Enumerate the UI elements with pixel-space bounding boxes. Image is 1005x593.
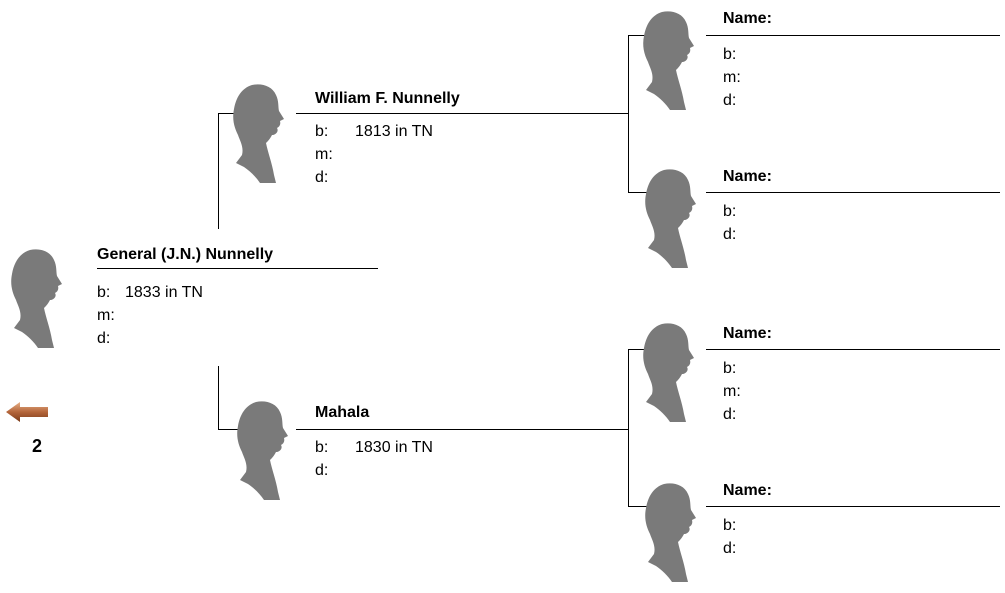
birth-label: b: xyxy=(315,123,329,140)
silhouette-icon xyxy=(10,248,62,348)
root-marriage-row: m: xyxy=(97,304,203,327)
silhouette-icon xyxy=(644,482,696,582)
mgf-death-row: d: xyxy=(723,403,741,426)
silhouette-icon xyxy=(232,83,284,183)
pgf-name-underline xyxy=(706,35,1000,36)
father-name-underline xyxy=(296,113,628,114)
pgm-details: b: d: xyxy=(723,200,736,246)
birth-value: 1833 in TN xyxy=(125,284,203,301)
father-marriage-row: m: xyxy=(315,143,433,166)
pgm-birth-row: b: xyxy=(723,200,736,223)
marriage-label: m: xyxy=(315,146,333,163)
father-name[interactable]: William F. Nunnelly xyxy=(315,90,460,107)
connector-root-father-h xyxy=(218,113,242,114)
pgf-marriage-row: m: xyxy=(723,66,741,89)
mother-name-underline xyxy=(296,429,628,430)
mgf-name[interactable]: Name: xyxy=(723,325,772,342)
birth-label: b: xyxy=(315,439,329,456)
pgf-birth-row: b: xyxy=(723,43,741,66)
mgf-name-underline xyxy=(706,349,1000,350)
birth-label: b: xyxy=(97,284,111,301)
silhouette-icon xyxy=(236,400,288,500)
father-details: b: 1813 in TN m: d: xyxy=(315,120,433,189)
mother-details: b: 1830 in TN d: xyxy=(315,436,433,482)
mgm-name[interactable]: Name: xyxy=(723,482,772,499)
death-label: d: xyxy=(97,330,111,347)
connector-pgf-h xyxy=(628,35,652,36)
connector-root-mother xyxy=(218,366,219,429)
mgm-details: b: d: xyxy=(723,514,736,560)
mgm-birth-row: b: xyxy=(723,514,736,537)
pgf-name[interactable]: Name: xyxy=(723,10,772,27)
silhouette-icon xyxy=(642,10,694,110)
connector-pgm-h xyxy=(628,192,652,193)
birth-value: 1813 in TN xyxy=(355,123,433,140)
birth-label: b: xyxy=(723,46,737,63)
pgf-death-row: d: xyxy=(723,89,741,112)
father-death-row: d: xyxy=(315,166,433,189)
silhouette-icon xyxy=(642,322,694,422)
generation-number: 2 xyxy=(32,436,43,456)
connector-root-mother-h xyxy=(218,429,242,430)
pgf-details: b: m: d: xyxy=(723,43,741,112)
birth-label: b: xyxy=(723,517,737,534)
back-arrow-icon[interactable] xyxy=(6,401,48,423)
root-name-underline xyxy=(97,268,378,269)
mother-death-row: d: xyxy=(315,459,433,482)
marriage-label: m: xyxy=(723,383,741,400)
connector-mother-grandparents xyxy=(628,349,629,506)
mother-name[interactable]: Mahala xyxy=(315,404,370,421)
mgf-marriage-row: m: xyxy=(723,380,741,403)
pgm-name-underline xyxy=(706,192,1000,193)
death-label: d: xyxy=(723,406,737,423)
mgf-birth-row: b: xyxy=(723,357,741,380)
mgm-name-underline xyxy=(706,506,1000,507)
connector-root-father xyxy=(218,113,219,229)
root-name[interactable]: General (J.N.) Nunnelly xyxy=(97,246,274,263)
mgf-details: b: m: d: xyxy=(723,357,741,426)
marriage-label: m: xyxy=(723,69,741,86)
death-label: d: xyxy=(315,169,329,186)
connector-mgm-h xyxy=(628,506,652,507)
silhouette-icon xyxy=(644,168,696,268)
marriage-label: m: xyxy=(97,307,115,324)
connector-father-grandparents xyxy=(628,35,629,192)
pgm-name[interactable]: Name: xyxy=(723,168,772,185)
death-label: d: xyxy=(723,540,737,557)
root-details: b: 1833 in TN m: d: xyxy=(97,281,203,350)
pgm-death-row: d: xyxy=(723,223,736,246)
death-label: d: xyxy=(723,226,737,243)
death-label: d: xyxy=(723,92,737,109)
connector-mgf-h xyxy=(628,349,652,350)
root-death-row: d: xyxy=(97,327,203,350)
root-birth-row: b: 1833 in TN xyxy=(97,281,203,304)
mother-birth-row: b: 1830 in TN xyxy=(315,436,433,459)
birth-label: b: xyxy=(723,360,737,377)
birth-label: b: xyxy=(723,203,737,220)
mgm-death-row: d: xyxy=(723,537,736,560)
father-birth-row: b: 1813 in TN xyxy=(315,120,433,143)
death-label: d: xyxy=(315,462,329,479)
birth-value: 1830 in TN xyxy=(355,439,433,456)
